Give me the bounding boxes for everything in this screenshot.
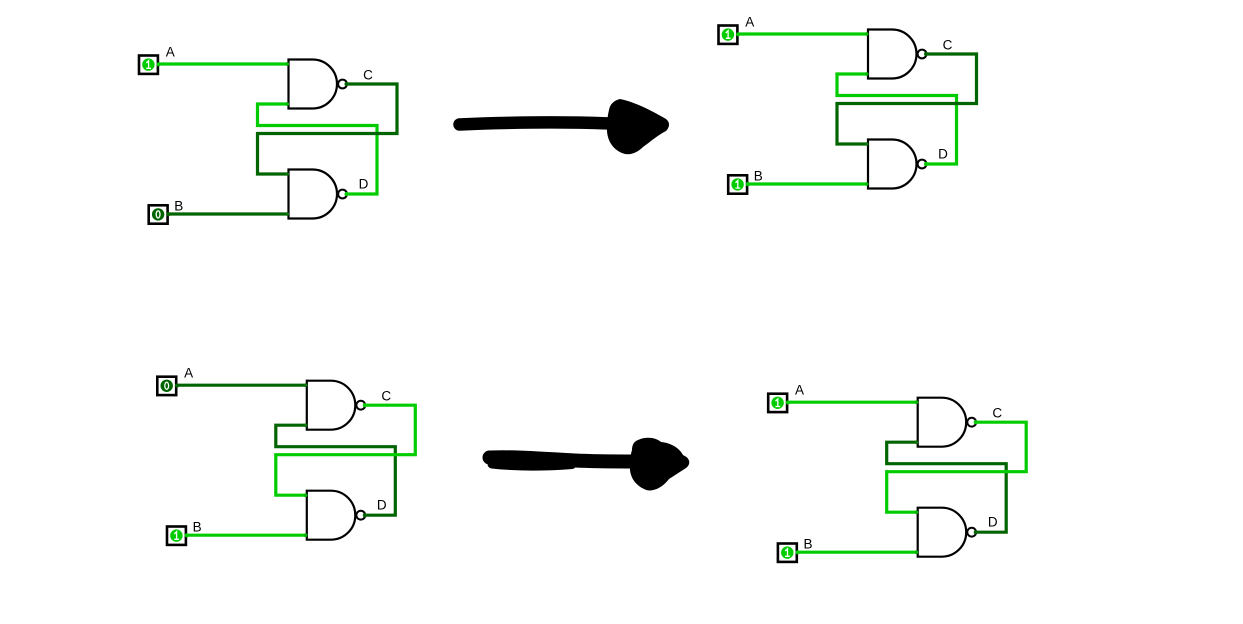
svg-text:D: D — [938, 147, 948, 162]
svg-text:B: B — [754, 169, 763, 184]
svg-text:D: D — [988, 515, 998, 530]
svg-text:B: B — [193, 520, 202, 535]
svg-text:A: A — [745, 15, 754, 30]
svg-text:C: C — [992, 406, 1002, 421]
svg-text:A: A — [795, 383, 804, 398]
svg-text:D: D — [359, 177, 369, 192]
svg-text:C: C — [381, 389, 391, 404]
svg-text:C: C — [943, 38, 953, 53]
svg-text:B: B — [174, 199, 183, 214]
svg-text:A: A — [184, 366, 193, 381]
svg-text:D: D — [377, 498, 387, 513]
svg-text:A: A — [166, 45, 175, 60]
svg-text:B: B — [803, 537, 812, 552]
svg-text:C: C — [363, 68, 373, 83]
